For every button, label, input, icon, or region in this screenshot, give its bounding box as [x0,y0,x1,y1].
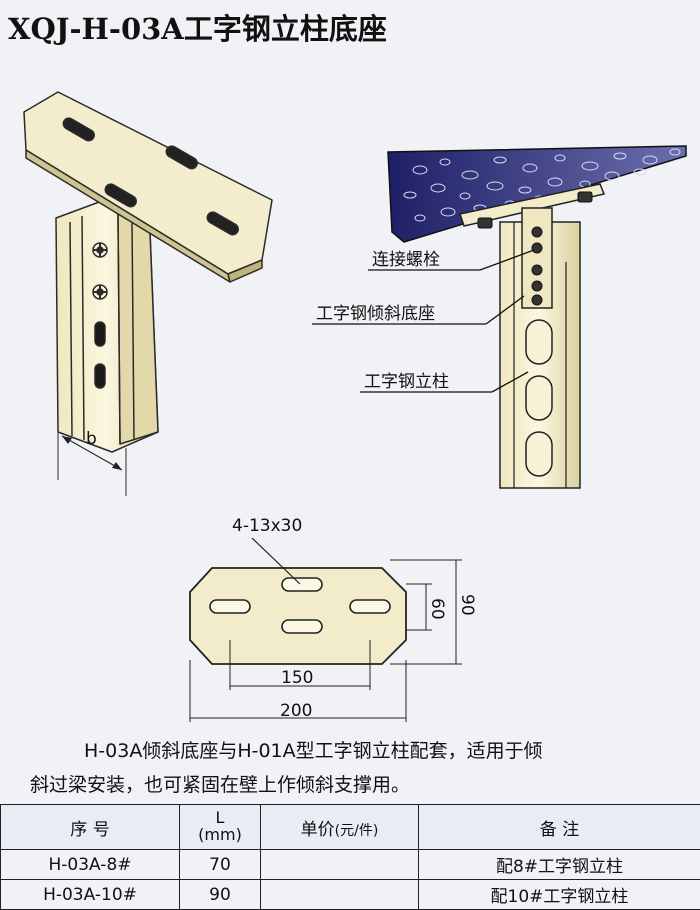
table-header-row: 序 号 L (mm) 单价(元/件) 备 注 [1,805,700,850]
header-price: 单价(元/件) [261,805,419,850]
cell-model-no: H-03A-10# [1,880,180,910]
spec-table: 序 号 L (mm) 单价(元/件) 备 注 H-03A-8# 70 配8#工字… [0,804,700,910]
isometric-base-drawing [24,92,272,496]
table-row: H-03A-8# 70 配8#工字钢立柱 [1,850,700,880]
product-description: H-03A倾斜底座与H-01A型工字钢立柱配套，适用于倾 斜过梁安装，也可紧固在… [30,734,690,802]
cell-length: 70 [180,850,261,880]
dimension-b-label: b [86,429,97,449]
description-line-1: H-03A倾斜底座与H-01A型工字钢立柱配套，适用于倾 [84,740,543,762]
table-row: H-03A-10# 90 配10#工字钢立柱 [1,880,700,910]
plan-view-plate [190,538,462,722]
cell-model-no: H-03A-8# [1,850,180,880]
header-model-no: 序 号 [1,805,180,850]
dimension-60-label: 60 [427,598,447,620]
cell-price [261,880,419,910]
cell-price [261,850,419,880]
dimension-200-label: 200 [280,701,312,721]
cell-note: 配10#工字钢立柱 [419,880,700,910]
description-line-2: 斜过梁安装，也可紧固在壁上作倾斜支撑用。 [30,774,410,796]
header-length: L (mm) [180,805,261,850]
header-note: 备 注 [419,805,700,850]
callout-column: 工字钢立柱 [364,372,449,392]
column-slots [526,320,552,476]
dimension-90-label: 90 [457,594,477,616]
callout-inclined-base: 工字钢倾斜底座 [316,304,435,324]
cell-length: 90 [180,880,261,910]
callout-connecting-bolt: 连接螺栓 [372,250,440,270]
dimension-150-label: 150 [281,668,313,688]
cell-note: 配8#工字钢立柱 [419,850,700,880]
hole-spec-label: 4-13x30 [232,516,302,536]
